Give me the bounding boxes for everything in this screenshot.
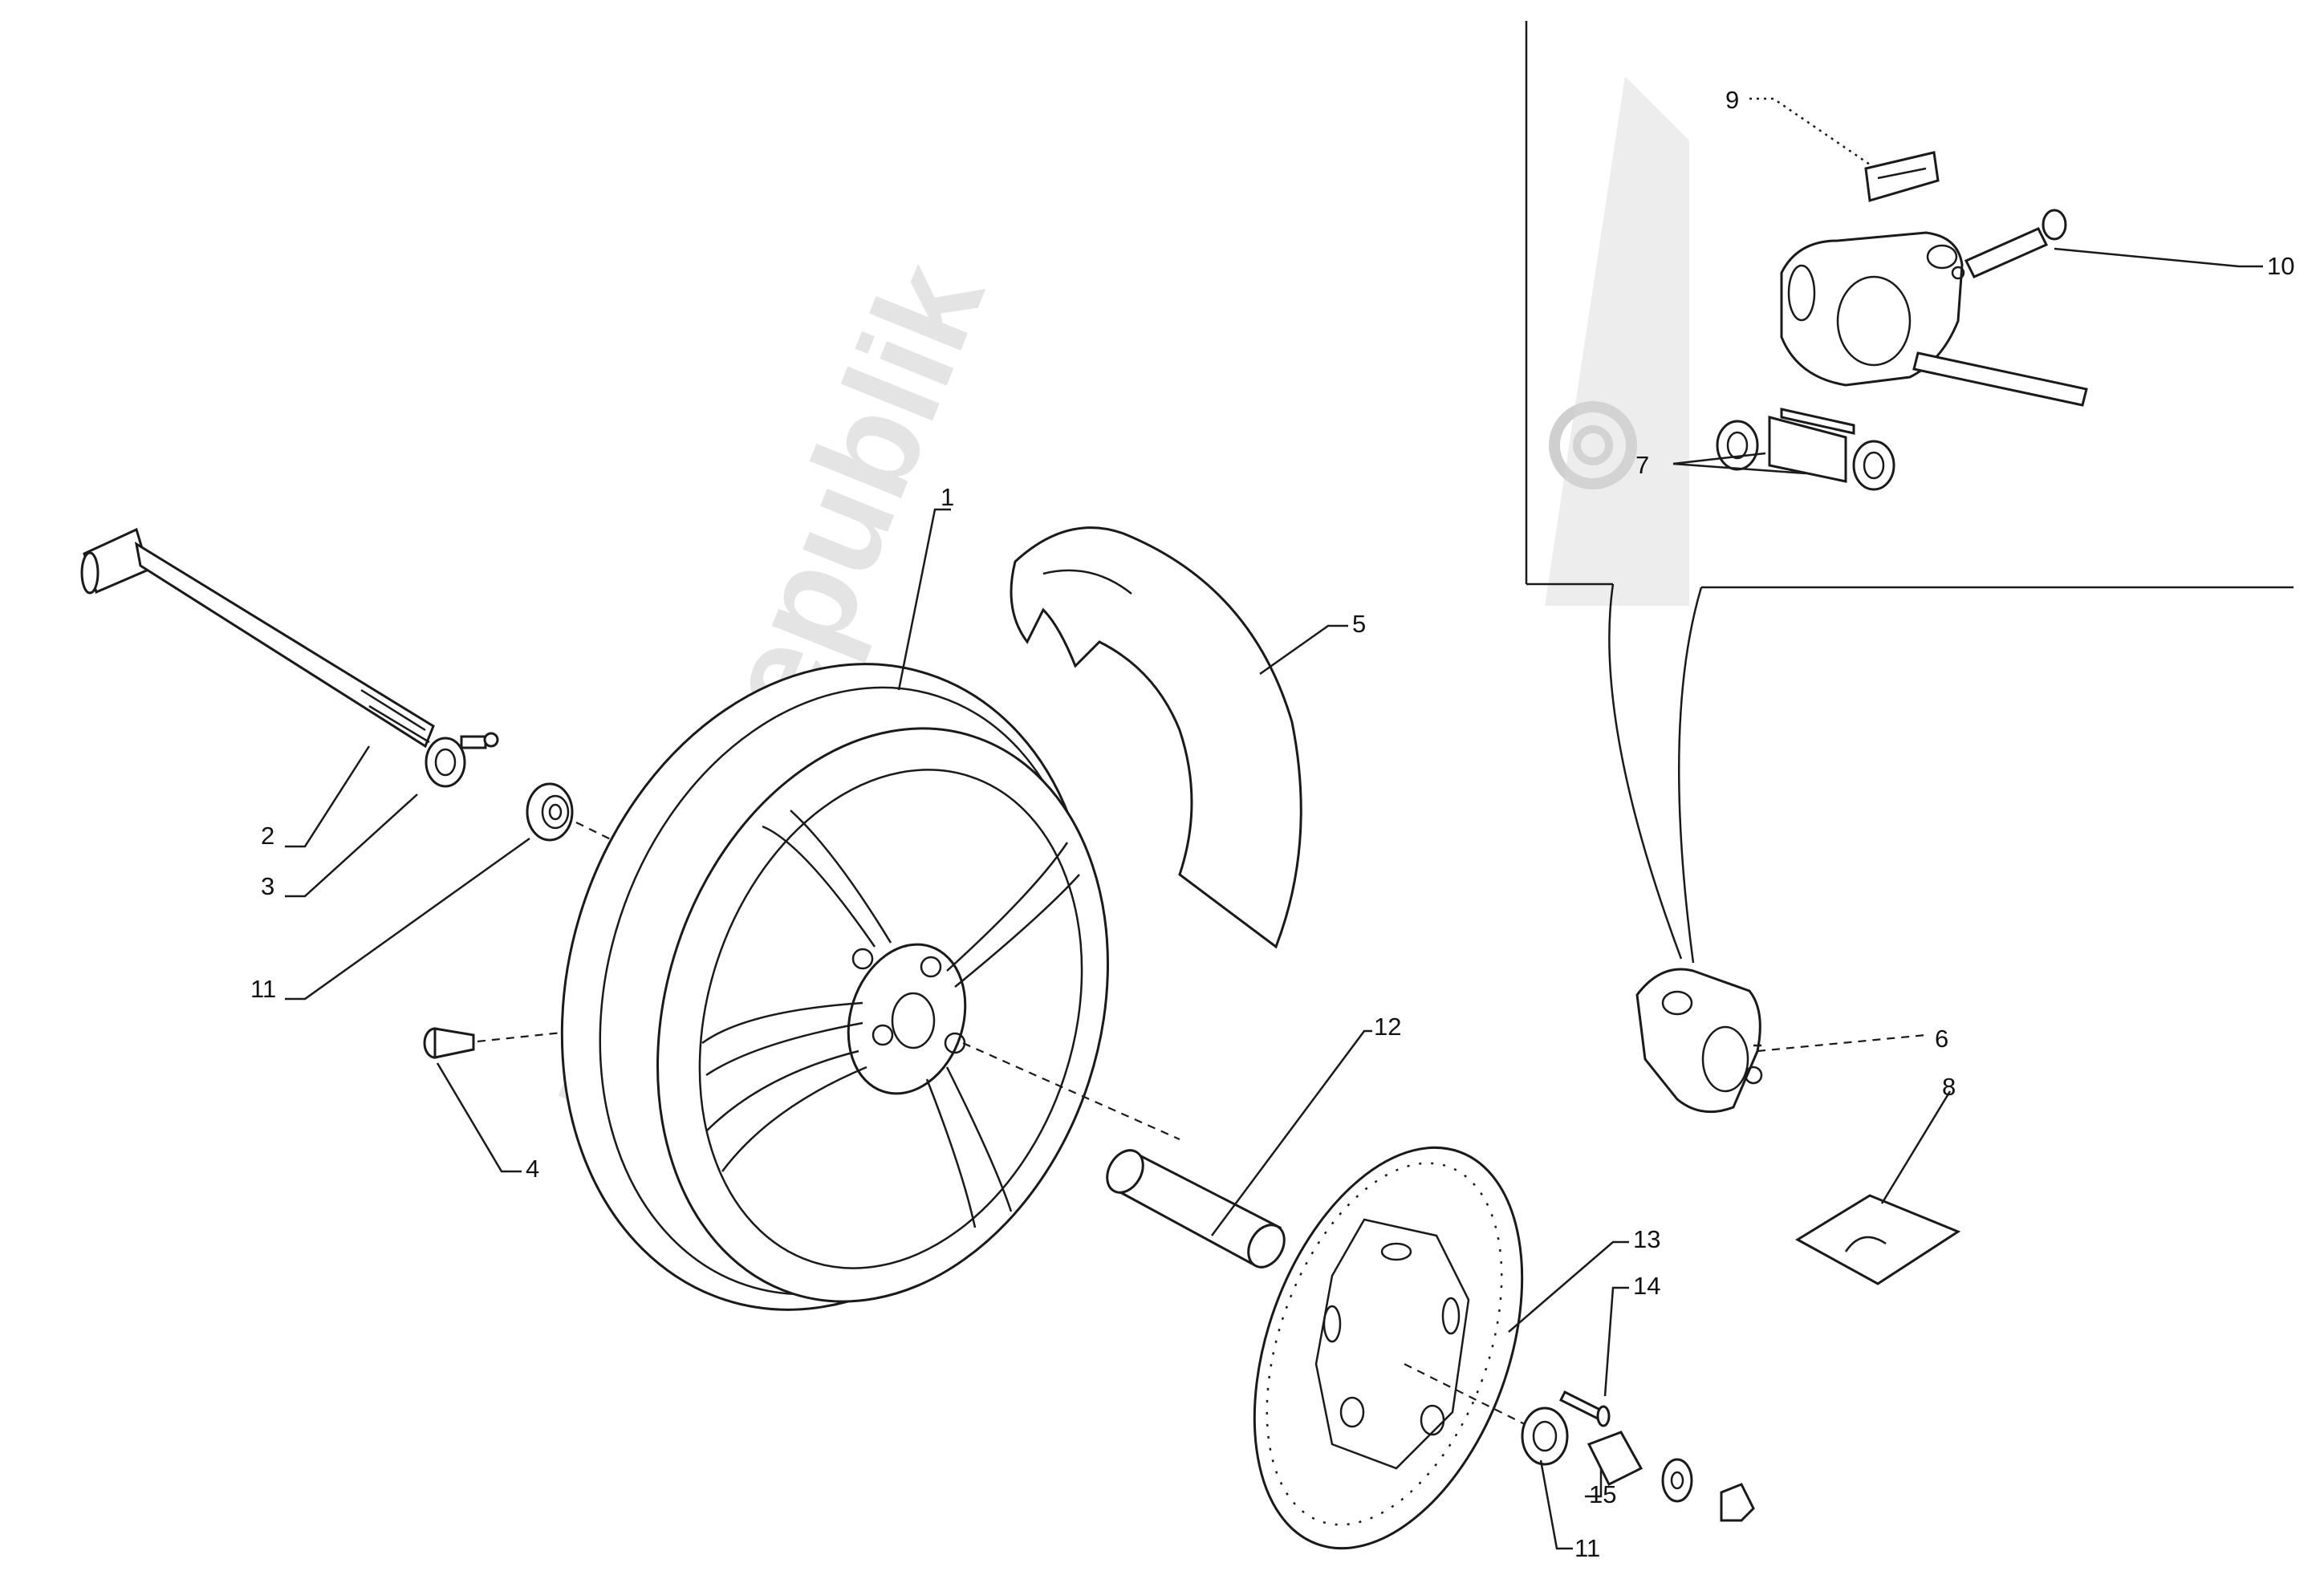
gear-icon — [1545, 76, 1689, 606]
callout-8: 8 — [1942, 1073, 1956, 1101]
axle-spacer — [425, 732, 499, 788]
callout-7: 7 — [1635, 451, 1649, 479]
callout-6: 6 — [1935, 1025, 1948, 1053]
inset-brake-pads — [1716, 408, 1895, 491]
pad-kit-bag — [1795, 1194, 1961, 1285]
front-wheel-rim — [560, 663, 1109, 1311]
inset-caliper — [1780, 231, 1964, 387]
front-axle — [80, 527, 435, 749]
tyre-valve — [423, 1027, 475, 1059]
callout-14: 14 — [1633, 1272, 1660, 1300]
wheel-spacer-tube — [1106, 1149, 1286, 1269]
right-bearing-set — [1521, 1407, 1755, 1522]
inset-pad-pin — [1912, 351, 2088, 407]
callout-10: 10 — [2267, 252, 2294, 280]
callout-13: 13 — [1633, 1225, 1660, 1253]
leader-lines — [285, 97, 2263, 1550]
callout-3: 3 — [261, 872, 274, 900]
brake-caliper — [1635, 968, 1763, 1114]
callout-11-right: 11 — [1574, 1534, 1600, 1562]
callout-1: 1 — [941, 483, 954, 511]
callout-4: 4 — [526, 1155, 539, 1183]
callout-11-left: 11 — [250, 975, 276, 1003]
callout-5: 5 — [1352, 610, 1366, 638]
inset-bleed-screw — [1951, 209, 2067, 280]
callout-2: 2 — [261, 822, 274, 850]
callout-9: 9 — [1725, 86, 1739, 114]
brake-disc — [1253, 1146, 1524, 1550]
callout-15: 15 — [1589, 1480, 1616, 1508]
inset-frame — [1525, 21, 2294, 964]
inset-pad-spring — [1864, 151, 1940, 202]
front-mudguard — [1010, 526, 1302, 949]
callout-12: 12 — [1374, 1013, 1401, 1041]
left-wheel-bearing — [526, 782, 574, 842]
disc-bolt — [1558, 1390, 1611, 1427]
callout-labels: 1 2 3 4 5 6 7 8 9 10 11 11 12 13 14 15 — [250, 86, 2294, 1562]
